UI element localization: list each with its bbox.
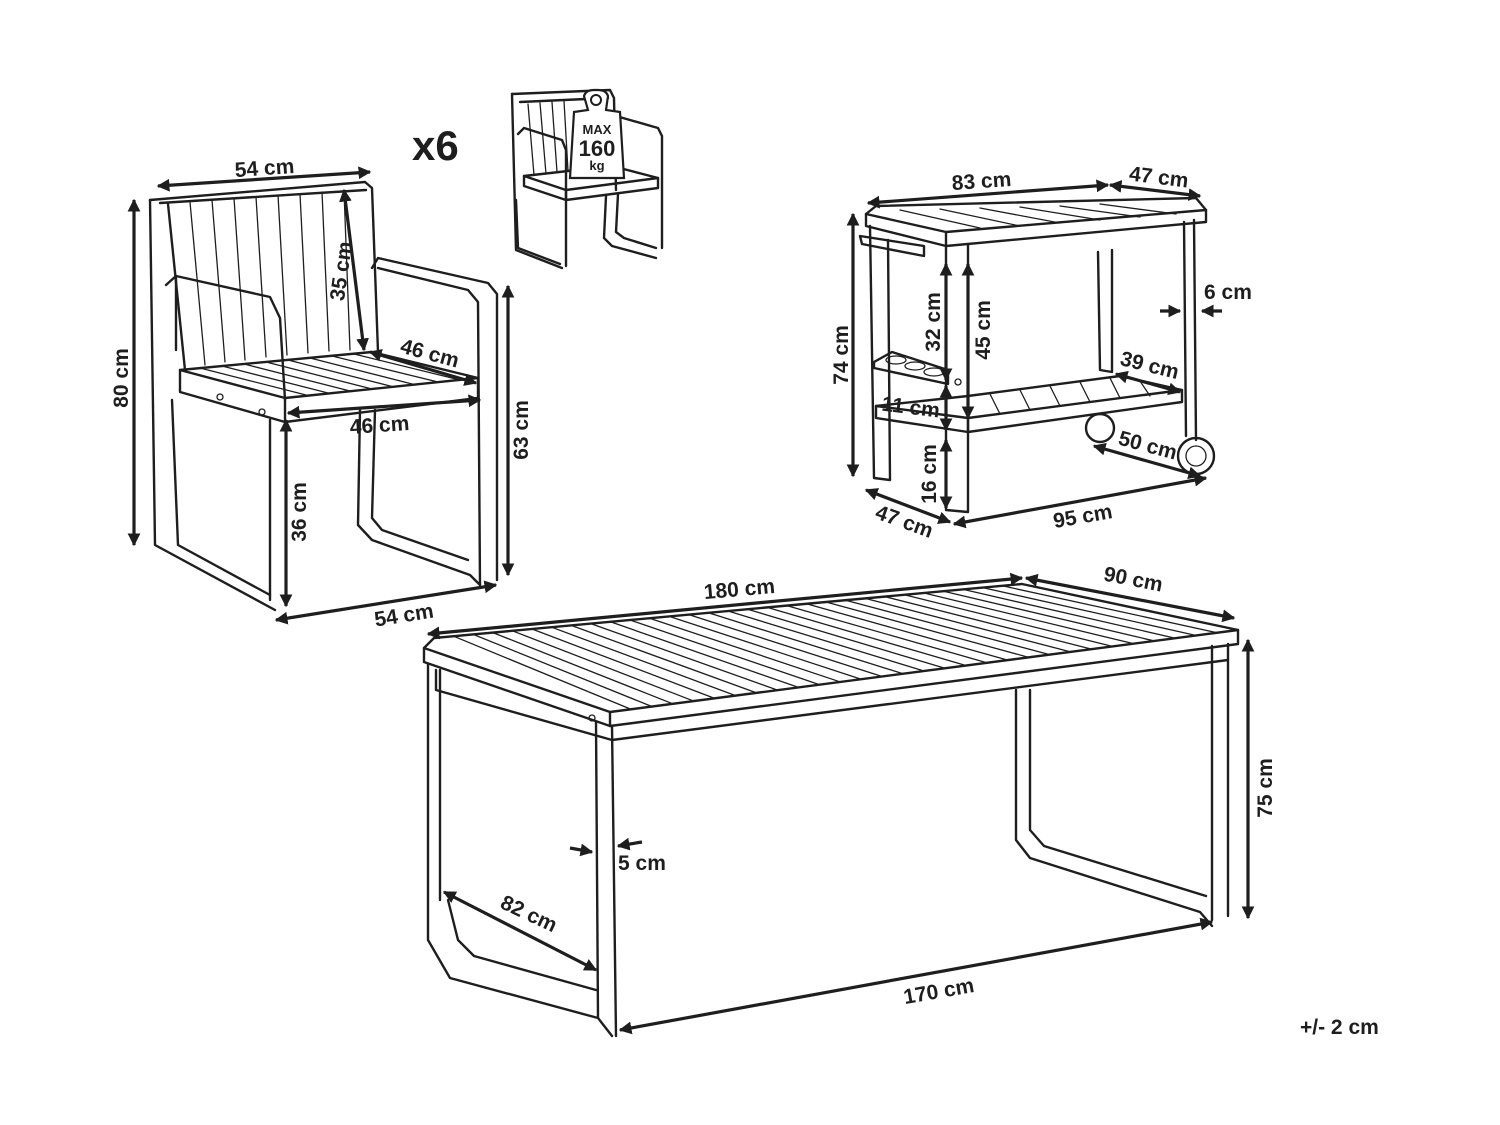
table-slat: [962, 588, 1176, 639]
trolley-rack-gap-label: 32 cm: [922, 292, 945, 352]
chair-seat-width-line: [286, 394, 482, 419]
chair-total-height-label: 80 cm: [110, 348, 133, 408]
table-leg-span-label: 170 cm: [902, 974, 976, 1009]
tolerance-note: +/- 2 cm: [1300, 1016, 1379, 1039]
table-slat: [531, 628, 716, 699]
chair-armrest-height-label: 63 cm: [510, 400, 533, 460]
table-slat: [727, 610, 925, 672]
table-slat: [452, 635, 632, 710]
chair-seat-depth-line: [368, 349, 478, 386]
trolley-base-length-line: [952, 473, 1208, 529]
table-leg-span-line: [618, 917, 1214, 1035]
chair-top-width-label: 54 cm: [234, 155, 295, 182]
trolley-upper-gap-label: 45 cm: [972, 300, 995, 360]
chair-seat-height-label: 36 cm: [288, 482, 311, 542]
trolley-shelf-width-line: [1092, 442, 1202, 480]
max-load-line1: MAX: [583, 122, 612, 137]
small-chair-drawing: MAX 160 kg: [510, 88, 664, 270]
table-slat: [746, 608, 946, 669]
trolley-base-depth-line: [864, 488, 952, 524]
table-leg-depth-label: 82 cm: [497, 891, 561, 937]
trolley-leg-thickness-label: 6 cm: [1204, 281, 1252, 304]
table-slat: [825, 601, 1030, 658]
table-leg-thickness-label: 5 cm: [618, 852, 666, 875]
table-slat: [805, 603, 1009, 661]
table-leg-depth-line: [442, 890, 598, 972]
table-slat: [511, 630, 695, 702]
table-drawing: [422, 582, 1240, 1038]
table-width-line: [1024, 573, 1236, 623]
table-leg-left-tick: [569, 843, 594, 857]
max-load-icon: [568, 88, 626, 180]
chair-backrest-height-line: [339, 188, 369, 352]
trolley-length-line: [866, 179, 1110, 209]
trolley-width-line: [1108, 180, 1202, 201]
trolley-shelf-width-label: 50 cm: [1116, 427, 1179, 465]
chair-drawing: [148, 180, 499, 612]
table-slat: [982, 586, 1197, 637]
table-length-label: 180 cm: [703, 575, 776, 604]
table-slat: [492, 631, 674, 705]
table-slat: [472, 633, 653, 708]
table-leg-right-tick: [616, 837, 643, 851]
table-slat: [786, 604, 988, 664]
trolley-length-label: 83 cm: [951, 168, 1012, 195]
quantity-label: x6: [412, 122, 459, 169]
table-slat: [707, 612, 904, 675]
trolley-clearance-label: 16 cm: [918, 444, 941, 504]
trolley-shelf-depth-line: [1114, 370, 1182, 396]
chair-backrest-height-label: 35 cm: [326, 240, 357, 302]
max-load-line3: kg: [589, 158, 604, 173]
trolley-base-depth-label: 47 cm: [872, 501, 936, 543]
table-slat: [942, 590, 1155, 642]
table-slat: [688, 613, 883, 678]
table-height-label: 75 cm: [1254, 758, 1277, 818]
table-slat: [766, 606, 967, 667]
max-load-line2: 160: [579, 136, 616, 161]
chair-seat-width-label: 46 cm: [349, 412, 410, 439]
trolley-height-label: 74 cm: [830, 325, 853, 385]
table-length-line: [426, 572, 1024, 640]
chair-top-width-line: [156, 166, 372, 192]
table-width-label: 90 cm: [1102, 563, 1165, 597]
